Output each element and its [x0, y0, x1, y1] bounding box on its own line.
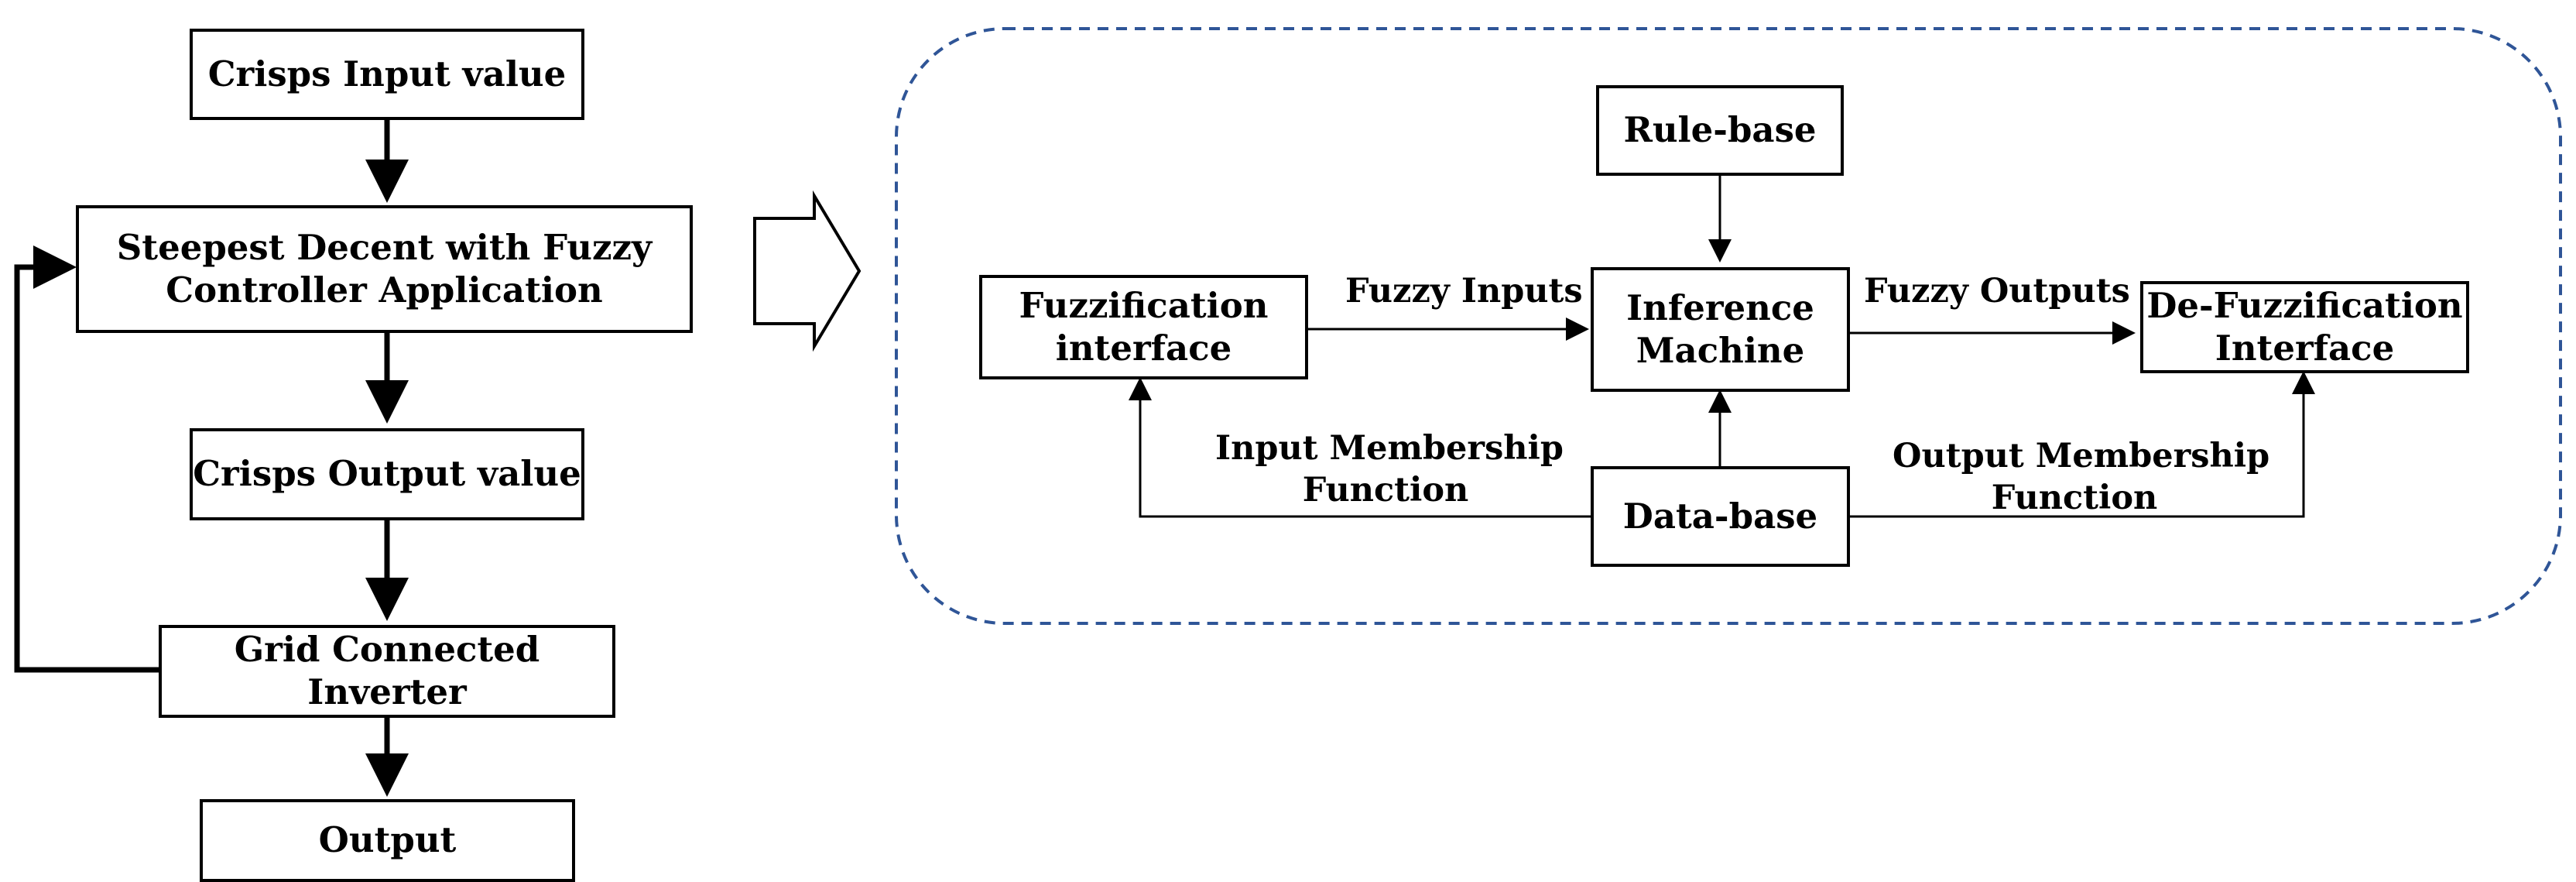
data-base-label: Data-base: [1622, 495, 1818, 537]
input-mf-line2: Function: [1302, 470, 1469, 510]
crisp-input-box: Crisps Input value: [190, 29, 584, 120]
fuzzification-label-line1: Fuzzification: [1019, 284, 1269, 326]
fuzzy-controller-region: [895, 27, 2562, 625]
inference-label-line1: Inference: [1626, 287, 1814, 328]
inference-machine-box: Inference Machine: [1591, 267, 1850, 392]
output-label: Output: [318, 819, 457, 861]
steepest-descent-box: Steepest Decent with Fuzzy Controller Ap…: [76, 205, 693, 333]
fuzzification-label-line2: interface: [1055, 327, 1232, 369]
defuzzification-label-line2: Interface: [2215, 327, 2395, 369]
fuzzy-inputs-label: Fuzzy Inputs: [1345, 272, 1583, 311]
input-membership-label: Input Membership Function: [1215, 428, 1564, 512]
crisp-output-label: Crisps Output value: [193, 453, 581, 495]
defuzzification-label-line1: De-Fuzzification: [2146, 284, 2463, 326]
output-mf-line1: Output Membership: [1893, 437, 2270, 475]
arrow-database-to-fuzzification: [1129, 377, 1591, 518]
data-base-box: Data-base: [1591, 466, 1850, 567]
fuzzy-outputs-label: Fuzzy Outputs: [1864, 272, 2130, 311]
output-mf-line2: Function: [1991, 478, 2158, 517]
inverter-label: Grid Connected Inverter: [234, 629, 540, 712]
rule-base-box: Rule-base: [1596, 85, 1844, 176]
fuzzification-box: Fuzzification interface: [979, 275, 1308, 379]
inference-label-line2: Machine: [1636, 329, 1805, 371]
output-box: Output: [200, 799, 575, 882]
feedback-loop-arrow: [14, 245, 159, 673]
steepest-label-line1: Steepest Decent with Fuzzy: [116, 226, 653, 268]
grid-inverter-box: Grid Connected Inverter: [159, 625, 615, 718]
crisp-output-box: Crisps Output value: [190, 428, 584, 520]
output-membership-label: Output Membership Function: [1893, 436, 2270, 520]
steepest-label-line2: Controller Application: [166, 269, 603, 311]
input-mf-line1: Input Membership: [1215, 429, 1564, 468]
defuzzification-box: De-Fuzzification Interface: [2140, 281, 2469, 373]
hollow-right-arrow: [753, 190, 862, 352]
arrow-database-to-defuzzification: [1850, 371, 2315, 518]
rule-base-label: Rule-base: [1623, 109, 1817, 151]
crisp-input-label: Crisps Input value: [207, 53, 567, 94]
